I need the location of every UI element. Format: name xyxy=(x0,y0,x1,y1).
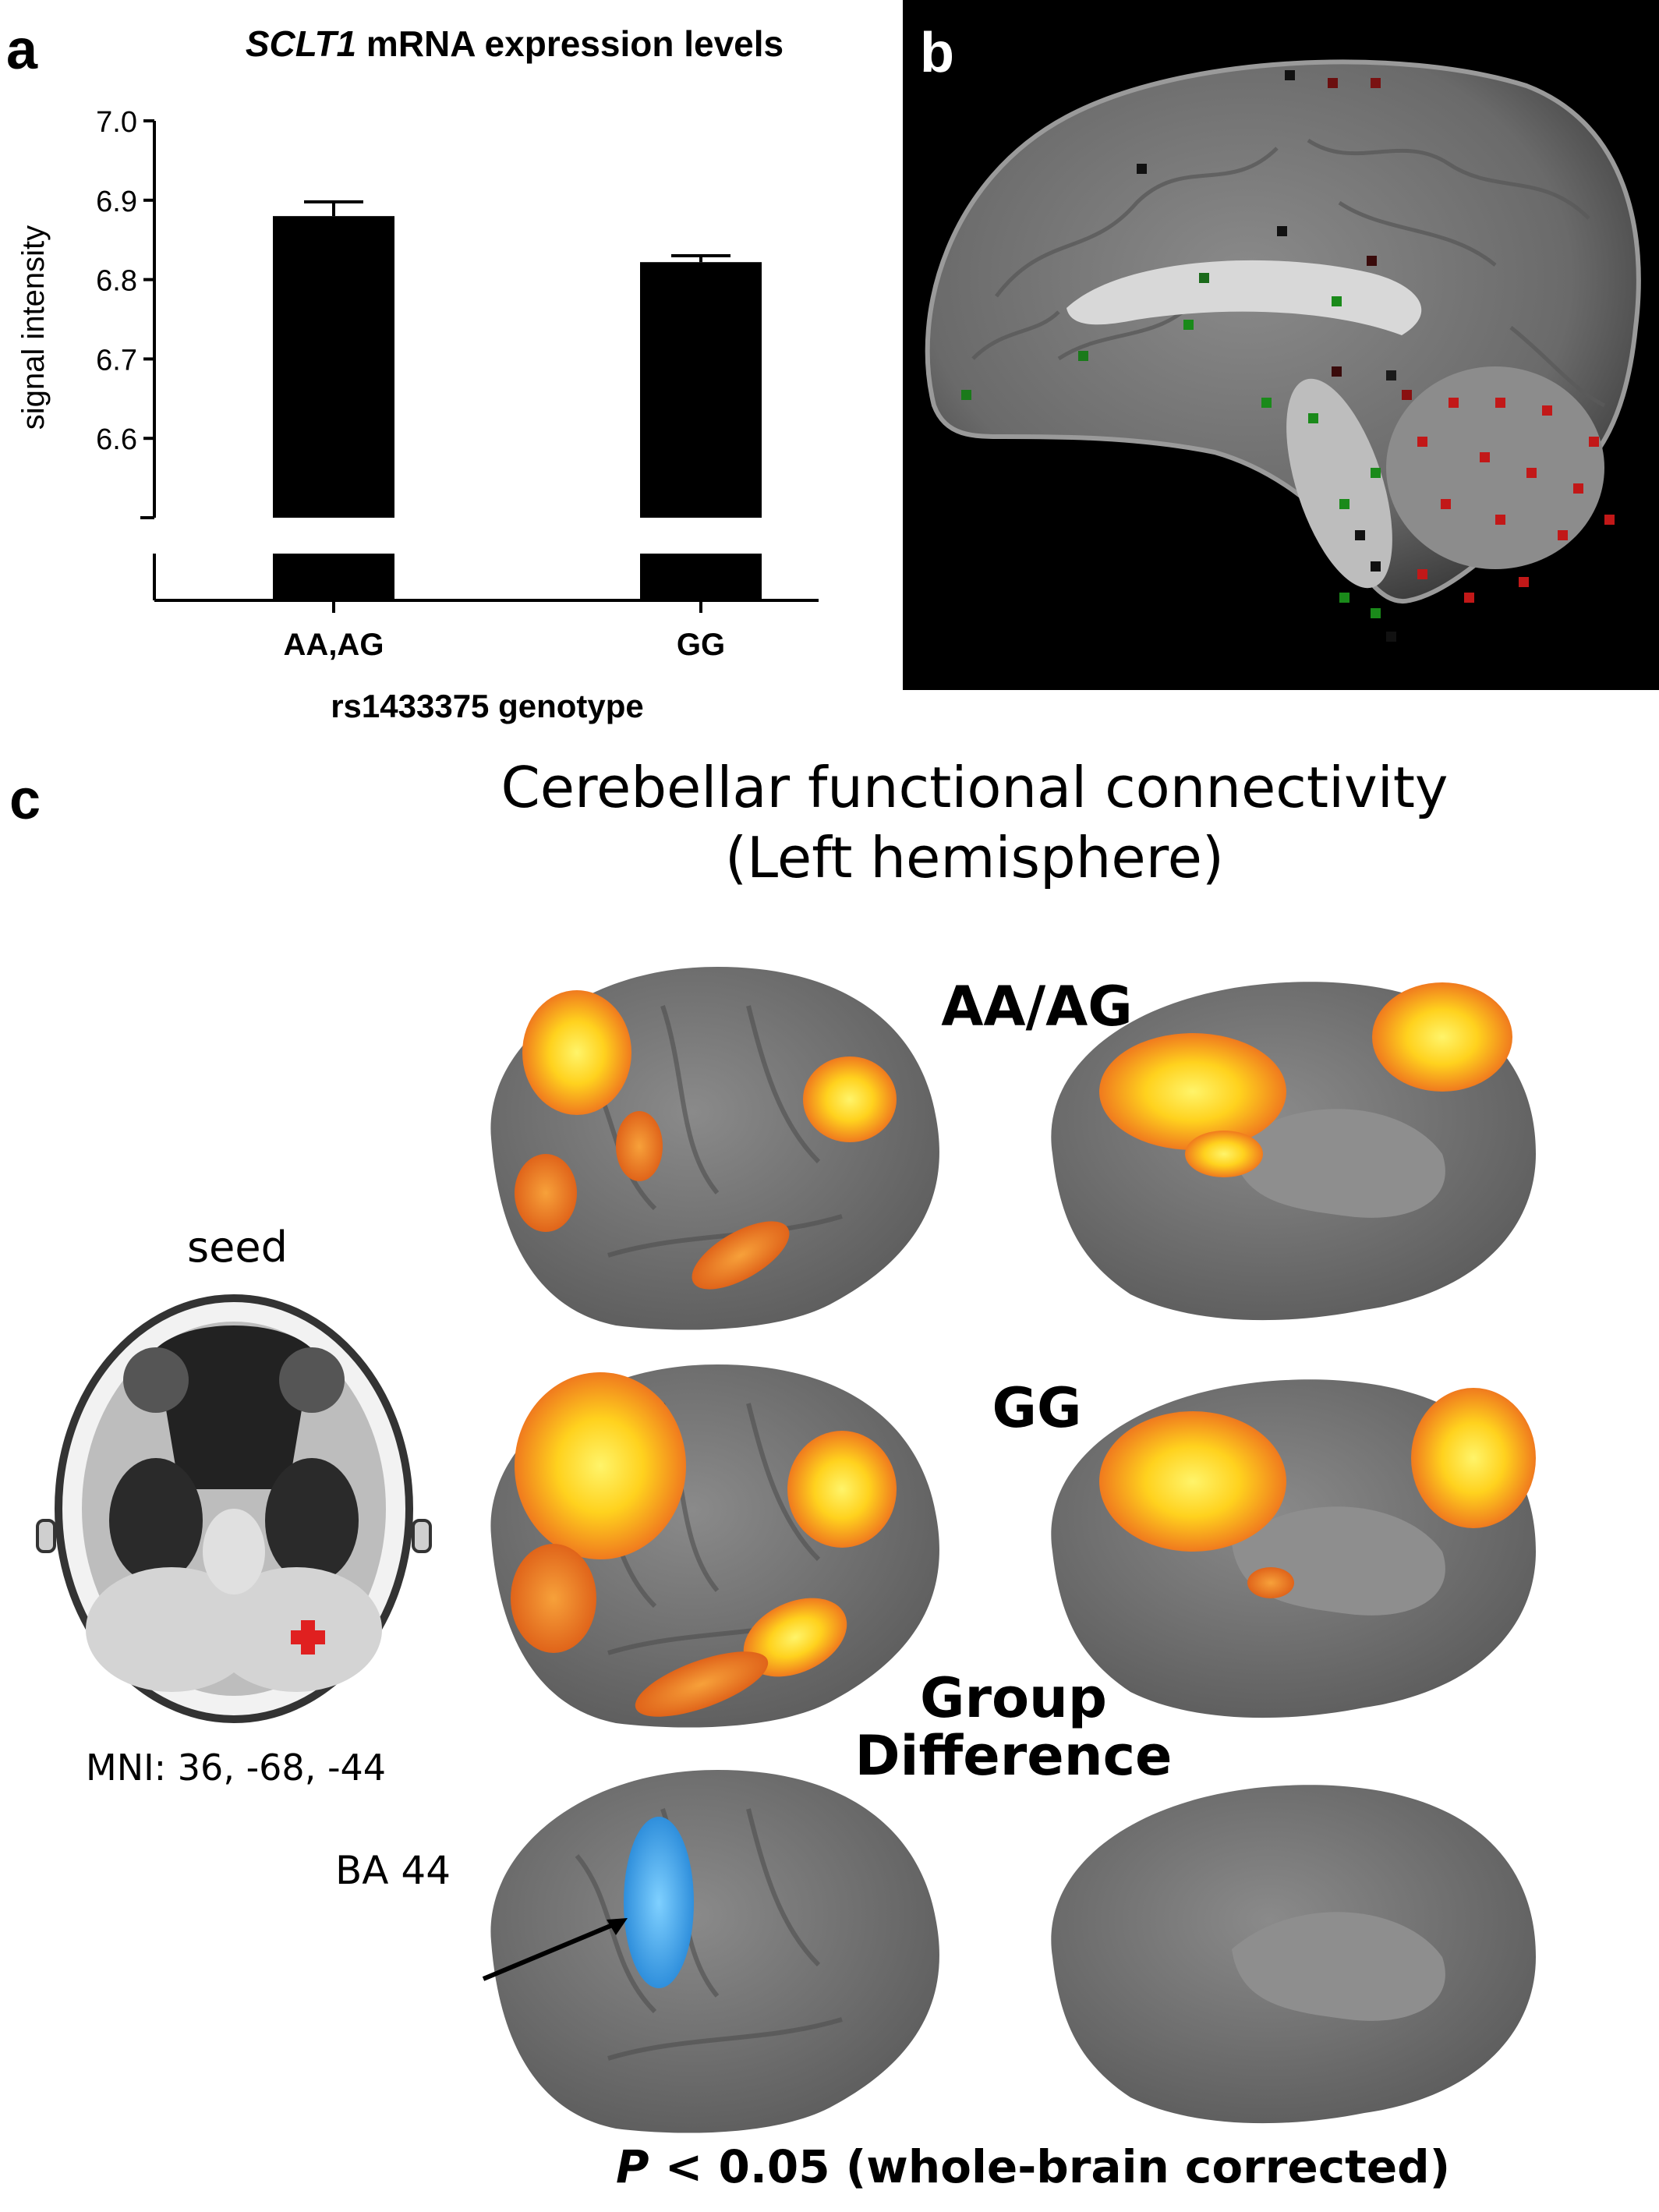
p-value-caption: P < 0.05 (whole-brain corrected) xyxy=(616,2140,1450,2193)
bar-lower-1 xyxy=(640,554,762,600)
mri-marker-27 xyxy=(1371,561,1381,572)
connectivity-title-line2: (Left hemisphere) xyxy=(724,825,1225,890)
ba44-cluster xyxy=(624,1817,694,1988)
panel-a-label: a xyxy=(6,19,38,81)
mri-marker-9 xyxy=(1078,351,1088,361)
y-tick-label-2: 6.8 xyxy=(96,265,137,298)
ba44-arrowhead xyxy=(607,1918,628,1935)
x-axis: AA,AG GG xyxy=(153,554,819,662)
mri-marker-7 xyxy=(1332,296,1342,306)
mri-marker-13 xyxy=(1402,390,1412,400)
mri-marker-10 xyxy=(961,390,971,400)
mri-marker-28 xyxy=(1339,593,1349,603)
y-tick-label-1: 6.9 xyxy=(96,186,137,218)
difference-medial-brain xyxy=(1051,1785,1536,2124)
aa-ag-medial-brain xyxy=(1051,982,1536,1321)
mri-marker-12 xyxy=(1386,370,1396,380)
mri-marker-26 xyxy=(1355,530,1365,540)
cortical-surface-renders xyxy=(482,967,1536,2133)
mri-marker-31 xyxy=(1417,569,1427,579)
mri-voxel-markers xyxy=(961,70,1615,642)
x-tick-label-0: AA,AG xyxy=(284,628,384,662)
panel-b-label: b xyxy=(920,22,954,84)
bar-0 xyxy=(273,216,394,518)
group-difference-line1: Group xyxy=(919,1666,1107,1730)
mri-marker-25 xyxy=(1339,499,1349,509)
chart-title: SCLT1 mRNA expression levels xyxy=(246,23,784,64)
chart-title-rest: mRNA expression levels xyxy=(356,23,784,64)
bar-lower-0 xyxy=(273,554,394,600)
mri-marker-17 xyxy=(1417,437,1427,447)
chart-title-gene: SCLT1 xyxy=(246,23,356,64)
seed-axial-brain xyxy=(36,1294,432,1723)
mri-marker-24 xyxy=(1371,468,1381,478)
y-tick-label-4: 6.6 xyxy=(96,423,137,456)
x-axis-label: rs1433375 genotype xyxy=(331,688,644,724)
cerebellum xyxy=(1386,366,1604,569)
mri-marker-3 xyxy=(1137,164,1147,174)
group-label-aa-ag: AA/AG xyxy=(941,975,1133,1039)
group-difference-label: Group Difference xyxy=(834,1666,1193,1788)
mri-marker-32 xyxy=(1464,593,1474,603)
mri-marker-20 xyxy=(1573,483,1583,494)
mri-marker-1 xyxy=(1328,78,1338,88)
mri-marker-19 xyxy=(1526,468,1537,478)
mri-marker-11 xyxy=(1332,366,1342,377)
mri-marker-36 xyxy=(1308,413,1318,423)
group-label-gg: GG xyxy=(992,1376,1082,1440)
mri-marker-0 xyxy=(1285,70,1295,80)
connectivity-title: Cerebellar functional connectivity (Left… xyxy=(468,752,1481,893)
bar-1 xyxy=(640,262,762,518)
connectivity-title-line1: Cerebellar functional connectivity xyxy=(501,755,1449,820)
x-tick-label-1: GG xyxy=(677,628,725,662)
panel-c-label: c xyxy=(9,769,41,831)
mri-marker-6 xyxy=(1199,273,1209,283)
gyri-pattern xyxy=(971,138,1606,408)
mri-marker-22 xyxy=(1495,515,1505,525)
y-tick-label-3: 6.7 xyxy=(96,344,137,377)
group-difference-line2: Difference xyxy=(854,1723,1173,1788)
mri-marker-21 xyxy=(1441,499,1451,509)
y-axis-label: signal intensity xyxy=(16,225,51,430)
mri-marker-37 xyxy=(1261,398,1272,408)
mri-marker-23 xyxy=(1558,530,1568,540)
mri-marker-33 xyxy=(1519,577,1529,587)
mri-marker-29 xyxy=(1371,608,1381,618)
mri-marker-8 xyxy=(1183,320,1194,330)
seed-marker xyxy=(291,1620,325,1655)
mri-marker-34 xyxy=(1589,437,1599,447)
mri-marker-30 xyxy=(1386,632,1396,642)
mri-marker-2 xyxy=(1371,78,1381,88)
y-axis: 7.0 6.9 6.8 6.7 6.6 xyxy=(96,106,156,519)
brainstem xyxy=(1286,378,1392,589)
gg-lateral-brain xyxy=(490,1364,939,1728)
mri-marker-4 xyxy=(1277,226,1287,236)
p-value-text: < 0.05 (whole-brain corrected) xyxy=(649,2140,1451,2193)
seed-label: seed xyxy=(187,1223,288,1272)
ba44-label: BA 44 xyxy=(335,1848,451,1893)
gg-medial-brain xyxy=(1051,1379,1536,1718)
mni-coordinates: MNI: 36, -68, -44 xyxy=(86,1747,387,1789)
bar-chart: SCLT1 mRNA expression levels signal inte… xyxy=(16,23,819,724)
mri-marker-35 xyxy=(1604,515,1615,525)
mri-marker-5 xyxy=(1367,256,1377,266)
y-tick-label-0: 7.0 xyxy=(96,106,137,139)
mri-marker-15 xyxy=(1495,398,1505,408)
difference-lateral-brain xyxy=(490,1770,939,2133)
mri-sagittal-image xyxy=(903,0,1659,690)
mri-marker-16 xyxy=(1542,405,1552,416)
p-symbol: P xyxy=(616,2140,649,2193)
corpus-callosum xyxy=(1066,260,1422,335)
aa-ag-lateral-brain xyxy=(490,967,939,1330)
ba44-arrow xyxy=(482,1920,621,1981)
mri-marker-18 xyxy=(1480,452,1490,462)
mri-marker-14 xyxy=(1449,398,1459,408)
bars xyxy=(273,200,762,600)
